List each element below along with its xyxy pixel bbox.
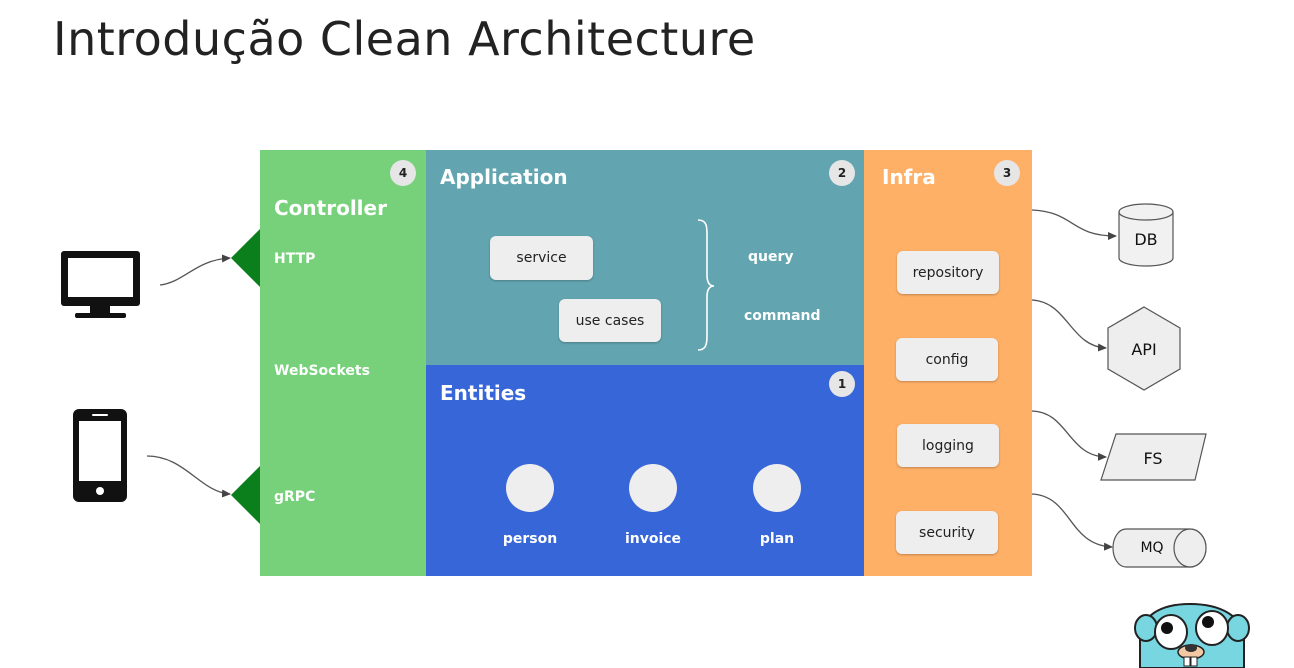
smartphone-icon <box>73 409 127 502</box>
db-label: DB <box>1134 229 1158 249</box>
controller-title: Controller <box>274 196 387 220</box>
grpc-entry-arrowhead <box>231 466 260 524</box>
entity-invoice-label: invoice <box>624 531 682 547</box>
infra-badge: 3 <box>994 160 1020 186</box>
entity-invoice-circle <box>629 464 677 512</box>
mq-label: MQ <box>1140 540 1164 556</box>
controller-panel <box>260 150 427 576</box>
api-label: API <box>1131 339 1157 359</box>
fs-connector-arrow <box>1031 410 1107 461</box>
entity-plan-label: plan <box>759 531 795 547</box>
cqrs-command: command <box>744 308 821 324</box>
mq-queue-icon <box>1112 528 1207 568</box>
logging-box: logging <box>897 424 999 467</box>
api-hexagon-icon <box>1107 306 1181 391</box>
api-connector-arrow <box>1031 299 1107 352</box>
repository-box: repository <box>897 251 999 294</box>
entities-badge: 1 <box>829 371 855 397</box>
application-title: Application <box>440 165 568 189</box>
entity-plan-circle <box>753 464 801 512</box>
http-entry-arrowhead <box>231 229 260 287</box>
entities-title: Entities <box>440 381 527 405</box>
config-box: config <box>896 338 998 381</box>
fs-parallelogram-icon <box>1100 433 1207 481</box>
db-cylinder-icon <box>1118 203 1174 267</box>
http-connector-arrow <box>159 254 231 286</box>
protocol-http: HTTP <box>274 251 316 267</box>
entity-person-label: person <box>502 531 558 547</box>
mq-connector-arrow <box>1031 493 1113 551</box>
infra-title: Infra <box>882 165 936 189</box>
gopher-mascot <box>1134 602 1250 668</box>
monitor-icon <box>61 251 140 318</box>
service-box: service <box>490 236 593 280</box>
controller-badge: 4 <box>390 160 416 186</box>
protocol-websockets: WebSockets <box>274 363 370 379</box>
entity-person-circle <box>506 464 554 512</box>
cqrs-query: query <box>748 249 794 265</box>
grpc-connector-arrow <box>146 455 231 498</box>
db-connector-arrow <box>1031 209 1117 240</box>
security-box: security <box>896 511 998 554</box>
application-badge: 2 <box>829 160 855 186</box>
fs-label: FS <box>1143 448 1163 468</box>
protocol-grpc: gRPC <box>274 489 316 505</box>
cqrs-brace <box>697 219 715 351</box>
use-cases-box: use cases <box>559 299 661 342</box>
page-title: Introdução Clean Architecture <box>53 12 756 66</box>
